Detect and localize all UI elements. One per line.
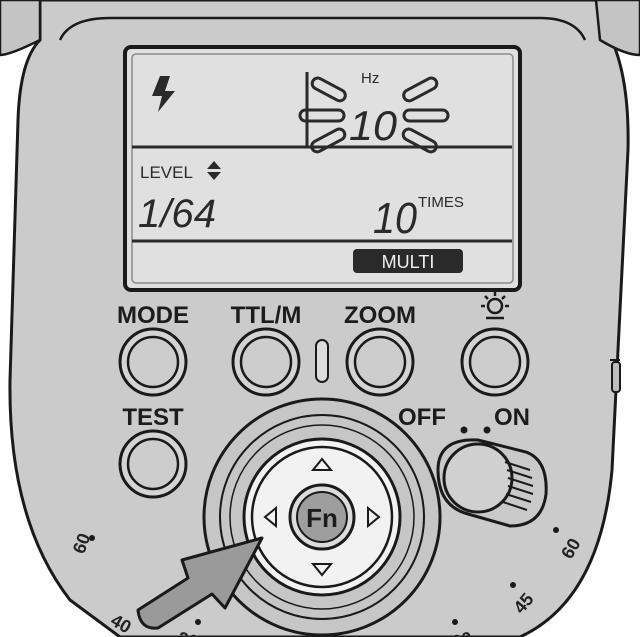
down-arrow-icon[interactable] (310, 563, 334, 577)
left-arrow-icon[interactable] (263, 505, 277, 529)
mode-label: MODE (117, 302, 189, 329)
off-dot (460, 426, 468, 434)
mode-button[interactable] (118, 327, 188, 397)
indicator-lamp (315, 339, 329, 383)
fn-label: Fn (306, 503, 338, 533)
light-button[interactable] (460, 327, 530, 397)
scale-mark-bottom-right: 30 (450, 628, 475, 637)
right-arrow-icon[interactable] (367, 505, 381, 529)
power-switch[interactable] (436, 438, 548, 528)
test-button[interactable] (118, 429, 188, 499)
ttlm-button[interactable] (231, 327, 301, 397)
zoom-label: ZOOM (344, 302, 416, 329)
times-value: 10 (373, 194, 417, 243)
up-arrow-icon[interactable] (310, 457, 334, 471)
zoom-button[interactable] (345, 327, 415, 397)
fn-button[interactable]: Fn (288, 483, 356, 551)
flash-icon (152, 76, 175, 112)
multi-badge-label: MULTI (382, 252, 435, 272)
power-value: 1/64 (138, 192, 216, 236)
ttlm-label: TTL/M (231, 302, 302, 329)
pointer-arrow-icon (136, 536, 264, 630)
on-label: ON (494, 404, 530, 431)
updown-arrows-icon (207, 161, 221, 180)
lcd-panel: Hz 10 LEVEL 1/64 10 TIMES MULTI (123, 45, 522, 292)
test-label: TEST (122, 404, 184, 431)
scale-mark-bottom-mid: 30 (176, 628, 201, 637)
times-label: TIMES (418, 194, 464, 211)
hz-label: Hz (361, 70, 379, 87)
blink-marks-icon (298, 76, 450, 154)
hz-value: 10 (349, 102, 398, 149)
level-label: LEVEL (140, 163, 193, 182)
lamp-icon (481, 292, 509, 320)
multi-badge (353, 249, 463, 273)
off-label: OFF (398, 404, 446, 431)
on-dot (483, 426, 491, 434)
